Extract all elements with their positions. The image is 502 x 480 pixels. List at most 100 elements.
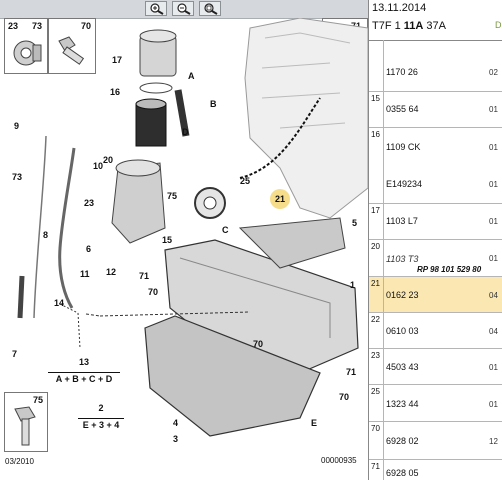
row-index: 21 (369, 277, 384, 312)
row-quantity-alt: 01 (489, 180, 498, 189)
list-row[interactable]: 17 1103 L7 01 (369, 204, 502, 240)
callout-7[interactable]: 7 (12, 349, 18, 359)
callout-70c[interactable]: 70 (339, 392, 350, 402)
row-quantity: 01 (489, 400, 498, 409)
parts-list-pane[interactable]: 13.11.2014 T7F 1 11A 37A D 1170 26 02 15… (368, 0, 502, 480)
row-index: 15 (369, 92, 384, 127)
row-index: 17 (369, 204, 384, 239)
list-date: 13.11.2014 (372, 2, 427, 14)
callout-71a[interactable]: 71 (139, 271, 150, 281)
callout-10[interactable]: 10 (93, 161, 104, 171)
row-quantity: 04 (489, 327, 498, 336)
callout-16[interactable]: 16 (110, 87, 121, 97)
row-quantity: 01 (489, 363, 498, 372)
model-code-suffix: 37A (423, 20, 447, 32)
box-label-70: 70 (81, 21, 92, 31)
list-row[interactable]: 25 1323 44 01 (369, 385, 502, 422)
row-index: 70 (369, 422, 384, 459)
callout-75[interactable]: 75 (167, 191, 178, 201)
callout-E[interactable]: E (311, 418, 318, 428)
callout-5[interactable]: 5 (352, 218, 358, 228)
box-label-75: 75 (33, 395, 44, 405)
list-row-selected[interactable]: 21 0162 23 04 (369, 277, 502, 313)
callout-20[interactable]: 20 (103, 155, 114, 165)
list-row[interactable]: 16 1109 CK 01 E149234 01 (369, 128, 502, 204)
list-row[interactable]: 71 6928 05 (369, 460, 502, 480)
row-quantity: 12 (489, 437, 498, 446)
callout-9[interactable]: 9 (14, 121, 20, 131)
zoom-in-icon (150, 3, 164, 15)
row-index: 71 (369, 460, 384, 480)
callout-6[interactable]: 6 (86, 244, 92, 254)
diagram-date: 03/2010 (5, 457, 34, 466)
formula-13-number: 13 (78, 357, 89, 367)
row-reference: 1170 26 (386, 67, 418, 77)
model-code-prefix: T7F 1 (372, 20, 404, 32)
washer-icon (13, 40, 42, 66)
list-model-code: T7F 1 11A 37A (372, 20, 446, 32)
parts-list-header: 13.11.2014 T7F 1 11A 37A D (369, 0, 502, 41)
callout-12[interactable]: 12 (106, 267, 117, 277)
callout-71b[interactable]: 71 (346, 367, 357, 377)
list-row[interactable]: 20 1103 T3 01 RP 98 101 529 80 (369, 240, 502, 277)
callout-21[interactable]: 21 (275, 194, 286, 204)
list-row[interactable]: 70 6928 02 12 (369, 422, 502, 460)
row-reference: 0355 64 (386, 104, 419, 114)
list-row[interactable]: 23 4503 43 01 (369, 349, 502, 385)
box-label-23: 23 (8, 21, 19, 31)
callout-B[interactable]: B (210, 99, 217, 109)
callout-1[interactable]: 1 (350, 280, 356, 290)
row-reference-alt: E149234 (386, 179, 423, 189)
diagram-ref: 00000935 (321, 456, 357, 465)
part-box-23-73[interactable]: 23 73 (4, 18, 48, 74)
diagram-pane[interactable]: 23 73 70 71 75 03/2010 00000935 (0, 0, 368, 480)
exploded-view-drawing (17, 18, 368, 437)
zoom-fit-icon (204, 3, 218, 15)
callout-A[interactable]: A (188, 71, 195, 81)
row-reference: 1103 T3 (386, 254, 419, 264)
formula-2-expr: E + 3 + 4 (78, 418, 124, 430)
callout-C[interactable]: C (222, 225, 229, 235)
list-row[interactable]: 15 0355 64 01 (369, 92, 502, 128)
callout-70b[interactable]: 70 (253, 339, 264, 349)
callout-73[interactable]: 73 (12, 172, 23, 182)
list-row[interactable]: 1170 26 02 (369, 40, 502, 92)
row-reference: 4503 43 (386, 362, 419, 372)
row-reference: 6928 02 (386, 436, 419, 446)
row-reference: 6928 05 (386, 468, 419, 478)
callout-D[interactable]: D (182, 127, 189, 137)
callout-4[interactable]: 4 (173, 418, 179, 428)
bolt-icon (58, 36, 85, 65)
part-box-75[interactable]: 75 (4, 392, 48, 452)
zoom-in-button[interactable] (145, 1, 167, 16)
model-code-bold: 11A (403, 20, 424, 32)
callout-highlight-21 (270, 189, 290, 209)
row-reference: 0162 23 (386, 290, 419, 300)
flange-bolt-icon (14, 406, 36, 446)
row-quantity: 01 (489, 217, 498, 226)
formula-2-number: 2 (98, 403, 104, 413)
callout-3[interactable]: 3 (173, 434, 179, 444)
list-row[interactable]: 22 0610 03 04 (369, 313, 502, 349)
row-index: 20 (369, 240, 384, 276)
row-index: 25 (369, 385, 384, 421)
row-index: 23 (369, 349, 384, 384)
callout-23[interactable]: 23 (84, 198, 95, 208)
callout-15[interactable]: 15 (162, 235, 173, 245)
callout-14[interactable]: 14 (54, 298, 65, 308)
row-quantity: 01 (489, 143, 498, 152)
callout-8[interactable]: 8 (43, 230, 49, 240)
row-index: 16 (369, 128, 384, 203)
row-reference: 1323 44 (386, 399, 419, 409)
zoom-fit-button[interactable] (199, 1, 221, 16)
zoom-out-button[interactable] (172, 1, 194, 16)
callout-17[interactable]: 17 (112, 55, 123, 65)
callout-11[interactable]: 11 (80, 269, 90, 279)
part-box-70[interactable]: 70 (48, 18, 96, 74)
row-reference: 1109 CK (386, 142, 421, 152)
row-quantity: 04 (489, 291, 498, 300)
zoom-toolbar (0, 0, 368, 19)
callout-70a[interactable]: 70 (148, 287, 159, 297)
header-cut-text: D (495, 20, 502, 30)
callout-25[interactable]: 25 (240, 176, 251, 186)
